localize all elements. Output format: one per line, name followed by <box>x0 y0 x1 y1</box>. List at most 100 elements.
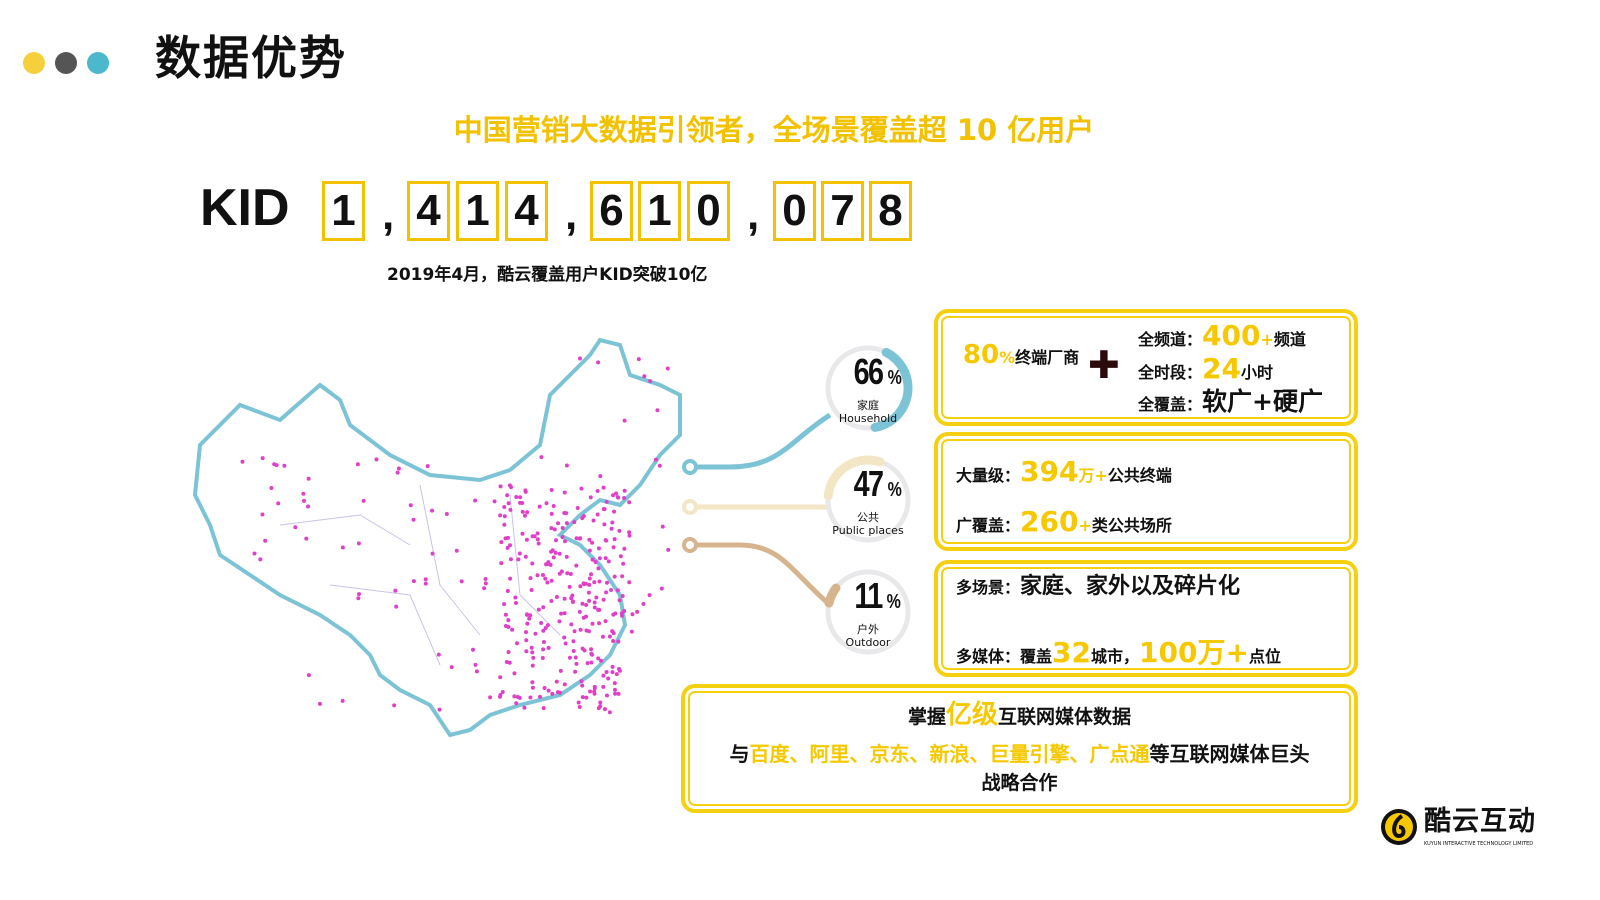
map-point <box>569 596 574 601</box>
map-point <box>537 504 542 509</box>
map-point <box>574 563 579 568</box>
text: 掌握 <box>907 706 946 728</box>
map-point <box>584 628 589 633</box>
map-point <box>549 526 554 531</box>
map-point <box>596 656 601 661</box>
map-point <box>578 584 583 589</box>
map-point <box>592 686 597 691</box>
map-point <box>578 356 583 361</box>
vendor-label: 终端厂商 <box>1015 348 1080 367</box>
map-point <box>541 706 546 711</box>
map-point <box>657 463 662 468</box>
map-point <box>302 498 307 503</box>
map-point <box>612 509 617 514</box>
map-point <box>408 503 413 508</box>
map-point <box>530 534 535 539</box>
map-point <box>648 379 653 384</box>
map-point <box>570 599 575 604</box>
map-point <box>630 612 635 617</box>
map-point <box>609 526 614 531</box>
row-text: 小时 <box>1240 363 1273 382</box>
map-point <box>513 595 518 600</box>
map-point <box>580 683 585 688</box>
map-point <box>524 638 529 643</box>
partners: 百度、阿里、京东、新浪、巨量引擎、广点通 <box>749 742 1150 766</box>
row-label: 大量级： <box>956 466 1021 485</box>
map-point <box>502 514 507 519</box>
map-point <box>564 554 569 559</box>
map-point <box>528 576 533 581</box>
map-point <box>611 545 616 550</box>
map-point <box>567 584 572 589</box>
map-point <box>596 706 601 711</box>
map-point <box>588 495 593 500</box>
text: 互联网媒体数据 <box>998 706 1132 728</box>
map-point <box>528 695 533 700</box>
map-point <box>622 609 627 614</box>
map-point <box>505 545 510 550</box>
map-point <box>542 686 547 691</box>
map-point <box>602 707 607 712</box>
map-point <box>612 537 617 542</box>
map-point <box>576 700 581 705</box>
map-point <box>610 670 615 675</box>
map-point <box>541 640 546 645</box>
map-point <box>587 537 592 542</box>
map-point <box>587 548 592 553</box>
map-point <box>533 631 538 636</box>
row-text: 家庭、家外以及碎片化 <box>1020 574 1241 599</box>
map-point <box>502 505 507 510</box>
kid-separator: , <box>382 190 395 239</box>
map-point <box>411 517 416 522</box>
map-point <box>620 593 625 598</box>
stat-ring-household: 66% 家庭 Household <box>823 343 913 433</box>
kid-digit: 0 <box>773 181 816 241</box>
map-point <box>592 580 597 585</box>
map-point <box>647 593 652 598</box>
map-point <box>546 688 551 693</box>
map-point <box>544 562 549 567</box>
map-point <box>374 457 379 462</box>
map-point <box>430 551 435 556</box>
stat-value: 11 <box>854 575 883 616</box>
row-text: 点位 <box>1248 647 1281 666</box>
map-point <box>543 576 548 581</box>
map-point <box>622 495 627 500</box>
map-point <box>604 580 609 585</box>
map-point <box>606 559 611 564</box>
map-point <box>607 710 612 715</box>
map-point <box>636 357 641 362</box>
map-point <box>470 647 475 652</box>
progress-ring <box>823 343 913 433</box>
map-point <box>512 694 517 699</box>
map-point <box>517 695 522 700</box>
map-point <box>523 554 528 559</box>
row-suffix: + <box>1260 330 1274 349</box>
map-point <box>529 645 534 650</box>
stat-ring-public-places: 47% 公共 Public places <box>823 455 913 545</box>
map-point <box>529 587 534 592</box>
map-point <box>393 588 398 593</box>
map-point <box>539 621 544 626</box>
map-point <box>530 663 535 668</box>
map-point <box>620 574 625 579</box>
map-point <box>562 682 567 687</box>
stat-unit: % <box>887 367 902 389</box>
map-point <box>517 551 522 556</box>
row-value: 260 <box>1020 505 1079 538</box>
map-point <box>614 491 619 496</box>
decor-dot-blue <box>87 52 109 74</box>
map-point <box>503 612 508 617</box>
map-point <box>594 595 599 600</box>
map-point <box>581 581 586 586</box>
map-point <box>601 684 606 689</box>
map-point <box>596 546 601 551</box>
map-point <box>563 641 568 646</box>
map-point <box>655 408 660 413</box>
kid-digit: 1 <box>322 181 365 241</box>
map-point <box>549 598 554 603</box>
map-point <box>508 507 513 512</box>
map-point <box>306 673 311 678</box>
map-point <box>578 536 583 541</box>
map-point <box>260 456 265 461</box>
